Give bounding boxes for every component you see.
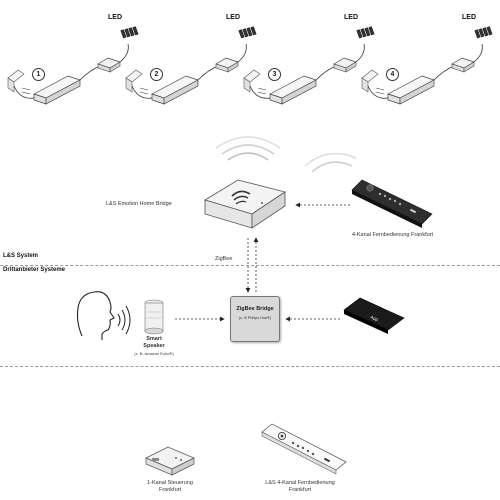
led-label: LED (462, 14, 476, 21)
smart-speaker-device (144, 299, 164, 335)
home-bridge-device (204, 136, 286, 229)
section-ls-system: L&S System (3, 253, 39, 259)
smart-speaker-sub: (z. B. Amazon Echo®) (134, 351, 174, 356)
bottom-divider (0, 366, 500, 367)
smart-speaker-title: Smart (146, 336, 162, 342)
controller-label-2: Frankfurt (158, 487, 182, 493)
zigbee-label: ZigBee (215, 256, 233, 262)
bottom-remote-label-1: L&S 4-Kanal Fernbedienung (265, 480, 335, 486)
wiring-variants (7, 26, 493, 105)
step-number-badge: 4 (386, 68, 399, 81)
remote-label: 4-Kanal Fernbedienung Frankfurt (352, 232, 434, 238)
smart-speaker-title2: Speaker (143, 343, 165, 349)
zigbee-bridge-title: ZigBee Bridge (236, 306, 274, 312)
home-bridge-label: L&S Emotion Home Bridge (106, 201, 172, 207)
wiring-variant (243, 26, 375, 105)
remote-4ch-device (304, 152, 433, 228)
wiring-variant (125, 26, 257, 105)
led-label: LED (226, 14, 240, 21)
section-divider (0, 265, 500, 266)
led-label: LED (108, 14, 122, 21)
controller-label-1: 1-Kanal Steuerung (147, 480, 193, 486)
section-third-party: Drittanbieter Systeme (3, 267, 66, 273)
controller-1ch-device (145, 446, 195, 476)
led-label: LED (344, 14, 358, 21)
zigbee-bridge-box: ZigBee Bridge (z. B Philips Hue®) (230, 296, 280, 342)
step-number-badge: 3 (268, 68, 281, 81)
step-number-badge: 2 (150, 68, 163, 81)
remote-4ch-bottom-device (261, 423, 347, 475)
wiring-variant (7, 26, 139, 105)
zigbee-bridge-sub: (z. B Philips Hue®) (238, 316, 272, 320)
bottom-remote-label-2: Frankfurt (288, 487, 312, 493)
smartphone-device (343, 297, 405, 334)
person-speaking-icon (76, 291, 131, 340)
step-number-badge: 1 (32, 68, 45, 81)
wiring-variant (361, 26, 493, 105)
phone-app-text: App (370, 314, 380, 322)
